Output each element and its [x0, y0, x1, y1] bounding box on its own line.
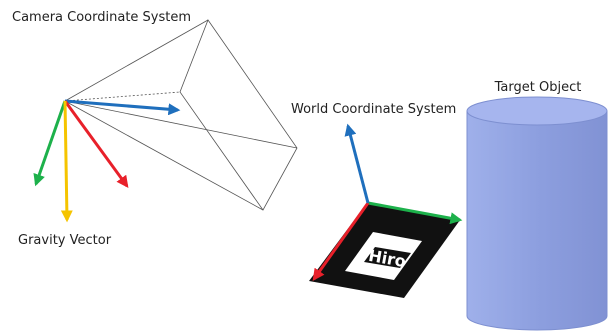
- target-object-label: Target Object: [494, 80, 582, 95]
- frustum-far-plane: [179, 19, 298, 211]
- gravity-vector-arrow: [60, 100, 73, 223]
- gravity-vector-label: Gravity Vector: [18, 233, 112, 248]
- marker-pattern: [364, 247, 411, 268]
- frustum-edge: [64, 100, 298, 149]
- frustum-edge: [64, 100, 264, 211]
- target-object-cylinder: [466, 96, 608, 331]
- world-z-axis: [344, 123, 370, 204]
- frustum-edge-hidden: [64, 91, 181, 102]
- camera-x-axis: [63, 100, 129, 188]
- world-axes: [312, 123, 463, 281]
- cylinder-body: [466, 110, 608, 331]
- camera-y-axis: [33, 100, 67, 187]
- cylinder-top: [466, 96, 608, 126]
- camera-frustum: [64, 19, 298, 211]
- hiro-marker: Hiro: [309, 203, 460, 298]
- world-coordinate-system-label: World Coordinate System: [291, 102, 456, 117]
- camera-z-axis: [64, 99, 181, 116]
- camera-axes: [33, 99, 181, 223]
- world-y-axis: [367, 201, 463, 225]
- camera-coordinate-system-label: Camera Coordinate System: [12, 10, 191, 25]
- frustum-edge: [64, 19, 209, 102]
- world-x-axis: [312, 202, 370, 281]
